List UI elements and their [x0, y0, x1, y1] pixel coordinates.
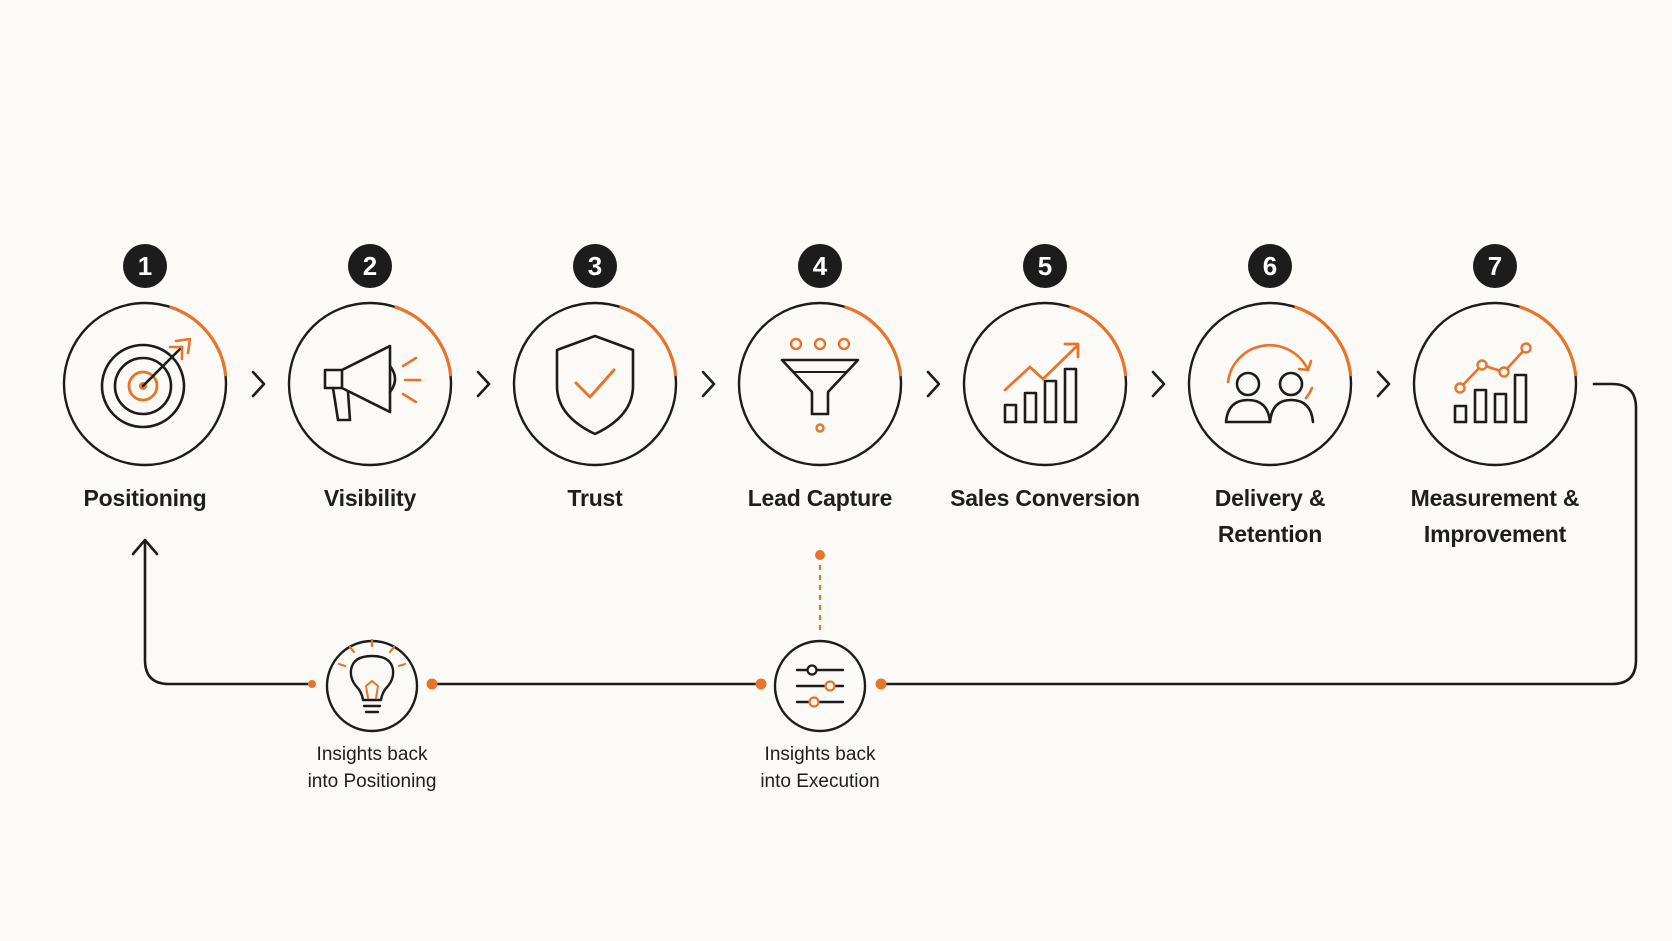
step-circle-6	[1187, 301, 1353, 467]
step-number-badge: 7	[1473, 244, 1517, 288]
step-circle-5	[962, 301, 1128, 467]
funnel-icon	[780, 337, 860, 433]
feedback-circle-positioning	[325, 639, 419, 733]
analytics-chart-icon	[1453, 342, 1532, 424]
step-circle-3	[512, 301, 678, 467]
feedback-label-positioning: Insights back into Positioning	[307, 744, 437, 792]
chevron-right-icon	[1151, 370, 1166, 398]
chevron-right-icon	[701, 370, 716, 398]
step-label-measurement-improvement: Measurement & Improvement	[1410, 485, 1580, 547]
megaphone-icon	[323, 344, 422, 422]
step-label-trust: Trust	[567, 485, 623, 511]
shield-check-icon	[555, 334, 635, 436]
step-circle-7	[1412, 301, 1578, 467]
lightbulb-icon	[337, 638, 407, 714]
people-cycle-icon	[1224, 343, 1315, 424]
target-icon	[100, 337, 192, 429]
feedback-loop-line	[131, 382, 1638, 686]
dotted-connector	[815, 550, 825, 634]
step-circle-2	[287, 301, 453, 467]
step-label-lead-capture: Lead Capture	[747, 485, 893, 511]
step-number-badge: 2	[348, 244, 392, 288]
step-number-badge: 6	[1248, 244, 1292, 288]
chevron-right-icon	[1376, 370, 1391, 398]
step-number-badge: 3	[573, 244, 617, 288]
step-number-badge: 5	[1023, 244, 1067, 288]
chevron-right-icon	[251, 370, 266, 398]
step-label-positioning: Positioning	[83, 485, 207, 511]
step-circle-1	[62, 301, 228, 467]
chevron-right-icon	[926, 370, 941, 398]
feedback-label-execution: Insights back into Execution	[760, 744, 880, 792]
step-label-visibility: Visibility	[323, 485, 417, 511]
sliders-icon	[795, 664, 845, 708]
step-label-delivery-retention: Delivery & Retention	[1214, 485, 1326, 547]
chevron-right-icon	[476, 370, 491, 398]
step-number-badge: 4	[798, 244, 842, 288]
growth-chart-icon	[1003, 342, 1080, 424]
step-circle-4	[737, 301, 903, 467]
loop-dots	[308, 678, 887, 690]
step-number-badge: 1	[123, 244, 167, 288]
step-label-sales-conversion: Sales Conversion	[950, 485, 1140, 511]
